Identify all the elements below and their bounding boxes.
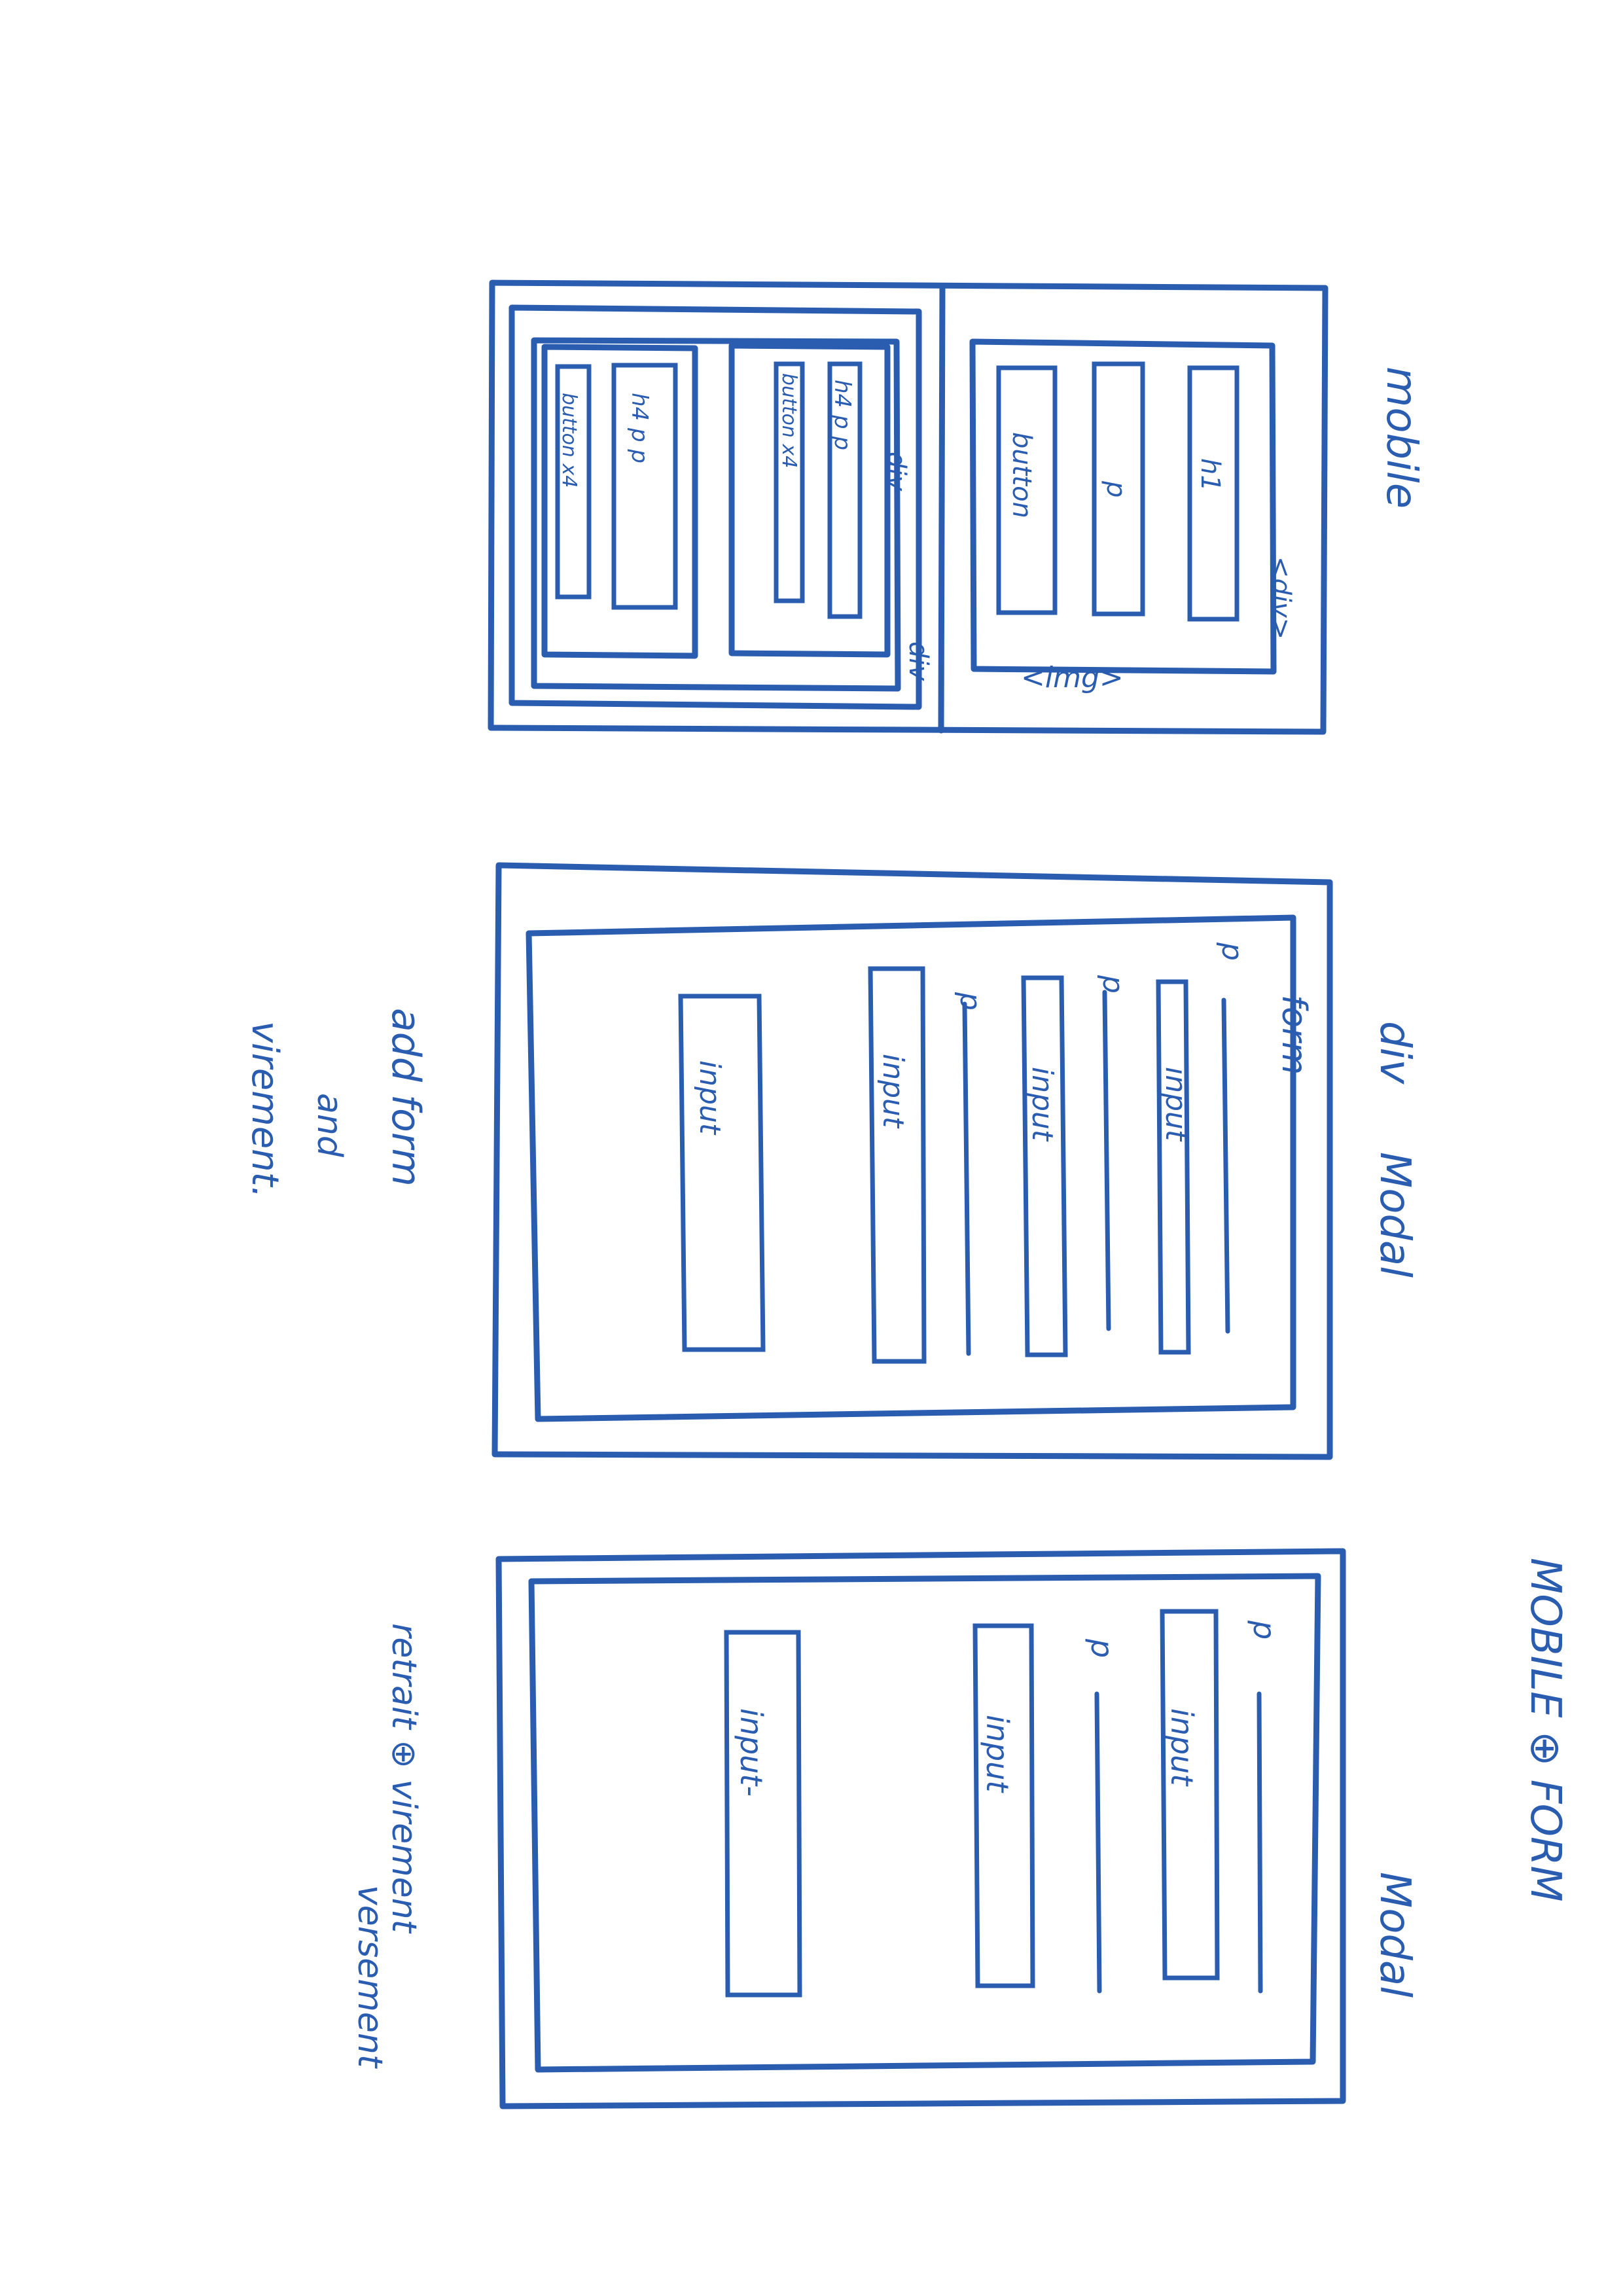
mf-input-3-box — [724, 1630, 802, 1998]
modal-p3-label: p — [954, 992, 987, 1011]
hero-img-label: <img> — [1021, 661, 1124, 694]
mf-p1-line — [1257, 1691, 1263, 1994]
mf-p2-line — [1094, 1691, 1102, 1994]
hero-h1-box — [1187, 365, 1240, 622]
mf-input-2-label: input — [980, 1715, 1015, 1793]
modal-p3-line — [962, 1001, 971, 1356]
modal-outer-frame — [491, 862, 1333, 1460]
note-add-form: add form — [383, 1008, 429, 1187]
mobile-form-title: MOBILE ⊕ FORM — [1521, 1558, 1569, 1902]
form-label: form — [1274, 995, 1313, 1075]
modal-input-4-label: input — [693, 1060, 726, 1136]
cards-wrapper-div — [508, 304, 922, 710]
wireframe-mobile-form: MOBILE ⊕ FORM Modal p p input input inpu… — [350, 1548, 1569, 2109]
modal-title-div: div — [1370, 1021, 1419, 1085]
card-1-text-box — [611, 363, 678, 610]
card-2 — [728, 342, 891, 658]
hero-p-box — [1092, 361, 1145, 617]
mobile-title: mobile — [1377, 367, 1425, 509]
card-2-buttons-box — [774, 361, 805, 603]
card-1-buttons-label: button x4 — [558, 393, 580, 488]
modal-title-modal: Modal — [1370, 1152, 1419, 1278]
modal-p1-label: p — [1215, 942, 1249, 961]
mf-input-3-label: input- — [734, 1708, 769, 1797]
modal-input-2-box — [1021, 975, 1068, 1357]
modal-input-1-box — [1156, 979, 1191, 1355]
hero-p-label: p — [1101, 480, 1131, 497]
mobile-form-modal-box — [528, 1573, 1321, 2073]
note-and: and — [310, 1093, 349, 1158]
mobile-outer-frame — [488, 279, 1329, 735]
mobile-form-modal-label: Modal — [1370, 1872, 1419, 1998]
inner-div-label: div — [881, 452, 911, 492]
modal-input-3-label: input — [876, 1054, 910, 1129]
modal-input-1-label: input — [1159, 1067, 1192, 1142]
mf-p1-label: p — [1247, 1620, 1282, 1640]
wireframe-mobile: mobile div div <div> <img> h1 p button h… — [488, 279, 1425, 735]
modal-p1-line — [1221, 997, 1230, 1334]
form-box — [526, 914, 1296, 1422]
card-2-text-box — [827, 361, 863, 619]
card-1-buttons-box — [555, 364, 592, 600]
mf-input-1-box — [1160, 1609, 1220, 1981]
hero-button-box — [996, 365, 1058, 615]
card-2-buttons-label: button x4 — [777, 373, 800, 468]
hero-h1-label: h1 — [1195, 458, 1225, 492]
note-retrait-virement: retrait ⊕ virement — [384, 1623, 423, 1934]
mf-p2-label: p — [1084, 1638, 1120, 1658]
mf-input-2-box — [972, 1623, 1035, 1988]
modal-input-2-label: input — [1026, 1067, 1059, 1142]
card-1 — [541, 344, 698, 659]
hero-div — [969, 338, 1277, 675]
modal-p2-line — [1102, 990, 1111, 1331]
hero-div-label: <div> — [1266, 556, 1296, 639]
note-versement: versement — [350, 1885, 389, 2069]
card-1-text-label: h4 p p — [626, 393, 652, 463]
wireframe-div-modal: div Modal form p p p input input input i… — [243, 862, 1419, 1460]
card-2-text-label: h4 p p — [829, 380, 855, 450]
wrapper-div-label: div — [903, 641, 933, 682]
modal-input-3-box — [868, 966, 927, 1364]
mf-input-1-label: input — [1164, 1708, 1200, 1787]
hero-button-label: button — [1007, 432, 1037, 518]
note-virement: virement. — [243, 1021, 286, 1198]
mobile-section-divider — [938, 283, 946, 734]
modal-p2-label: p — [1096, 975, 1130, 994]
mobile-form-outer-frame — [495, 1548, 1346, 2109]
cards-inner-div — [531, 337, 901, 692]
modal-input-4-box — [678, 994, 766, 1352]
